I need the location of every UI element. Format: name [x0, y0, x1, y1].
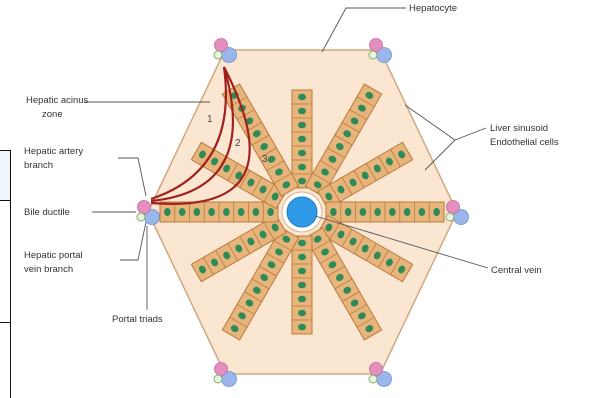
hepatic-artery-branch: [215, 363, 228, 376]
hepatocyte-nucleus: [298, 178, 306, 185]
hepatocyte-nucleus: [298, 94, 306, 101]
hepatocyte-nucleus: [179, 208, 186, 216]
liver-sinusoid-label-line1: Liver sinusoid: [490, 123, 548, 134]
bile-ductile: [369, 51, 377, 59]
hepatocyte-nucleus: [298, 150, 306, 157]
hepatocyte-nucleus: [208, 208, 215, 216]
zone-number-2: 2: [235, 138, 241, 149]
portal-triad-bottom-right: [369, 363, 392, 387]
hepatocyte-nucleus: [330, 208, 337, 216]
portal-triads-label: Portal triads: [112, 314, 163, 325]
hepatic-acinus-label-line1: Hepatic acinus: [26, 95, 89, 106]
hepatic-artery-branch: [215, 39, 228, 52]
portal-triad-top-left: [214, 39, 237, 63]
hepatocyte-plate: [326, 202, 444, 222]
bile-ductile-label: Bile ductile: [24, 207, 70, 218]
hepatocyte-nucleus: [164, 208, 171, 216]
portal-triad-top-right: [369, 39, 392, 63]
hepatic-artery-branch: [370, 363, 383, 376]
hepatocyte-nucleus: [298, 310, 306, 317]
hepatocyte-nucleus: [298, 268, 306, 275]
hepatocyte-nucleus: [298, 296, 306, 303]
hepatocyte-nucleus: [298, 240, 306, 247]
central-vein: [287, 197, 317, 227]
bile-ductile: [369, 375, 377, 383]
hepatocyte-nucleus: [345, 208, 352, 216]
hepatocyte-nucleus: [298, 282, 306, 289]
portal-vein-label-line2: vein branch: [24, 264, 73, 275]
hepatocyte-nucleus: [223, 208, 230, 216]
hepatocyte-label: Hepatocyte: [409, 3, 457, 14]
central-vein-label: Central vein: [491, 265, 542, 276]
hepatic-artery-label-line1: Hepatic artery: [24, 146, 83, 157]
hepatocyte-plate: [292, 236, 312, 334]
liver-sinusoid-label-line2: Endothelial cells: [490, 137, 559, 148]
bile-ductile: [137, 213, 145, 221]
hepatic-artery-branch: [447, 201, 460, 214]
portal-vein-label-line1: Hepatic portal: [24, 250, 83, 261]
hepatocyte-nucleus: [238, 208, 245, 216]
bile-ductile: [214, 51, 222, 59]
portal-triad-right: [446, 201, 469, 225]
hepatocyte-nucleus: [298, 122, 306, 129]
hepatocyte-nucleus: [374, 208, 381, 216]
hepatocyte-nucleus: [404, 208, 411, 216]
hepatic-artery-branch: [138, 201, 151, 214]
hepatocyte-nucleus: [419, 208, 426, 216]
hepatic-acinus-label-line2: zone: [42, 109, 63, 120]
hepatocyte-plate: [292, 90, 312, 188]
hepatic-artery-label-line2: branch: [24, 160, 53, 171]
hepatocyte-plate: [160, 202, 278, 222]
zone-number-1: 1: [207, 114, 213, 125]
portal-vein-leader: [120, 222, 146, 260]
hepatic-artery-leader: [118, 158, 146, 196]
hepatocyte-nucleus: [298, 136, 306, 143]
hepatocyte-nucleus: [267, 208, 274, 216]
hepatocyte-nucleus: [360, 208, 367, 216]
bile-ductile: [446, 213, 454, 221]
zone-number-3: 3: [262, 154, 268, 165]
hepatocyte-nucleus: [298, 108, 306, 115]
bile-ductile: [214, 375, 222, 383]
hepatocyte-nucleus: [298, 254, 306, 261]
hepatocyte-nucleus: [433, 208, 440, 216]
hepatocyte-nucleus: [253, 208, 260, 216]
hepatocyte-nucleus: [389, 208, 396, 216]
hepatocyte-nucleus: [298, 164, 306, 171]
hepatocyte-leader: [322, 8, 406, 52]
hepatic-artery-branch: [370, 39, 383, 52]
hepatocyte-nucleus: [298, 324, 306, 331]
hepatocyte-nucleus: [194, 208, 201, 216]
